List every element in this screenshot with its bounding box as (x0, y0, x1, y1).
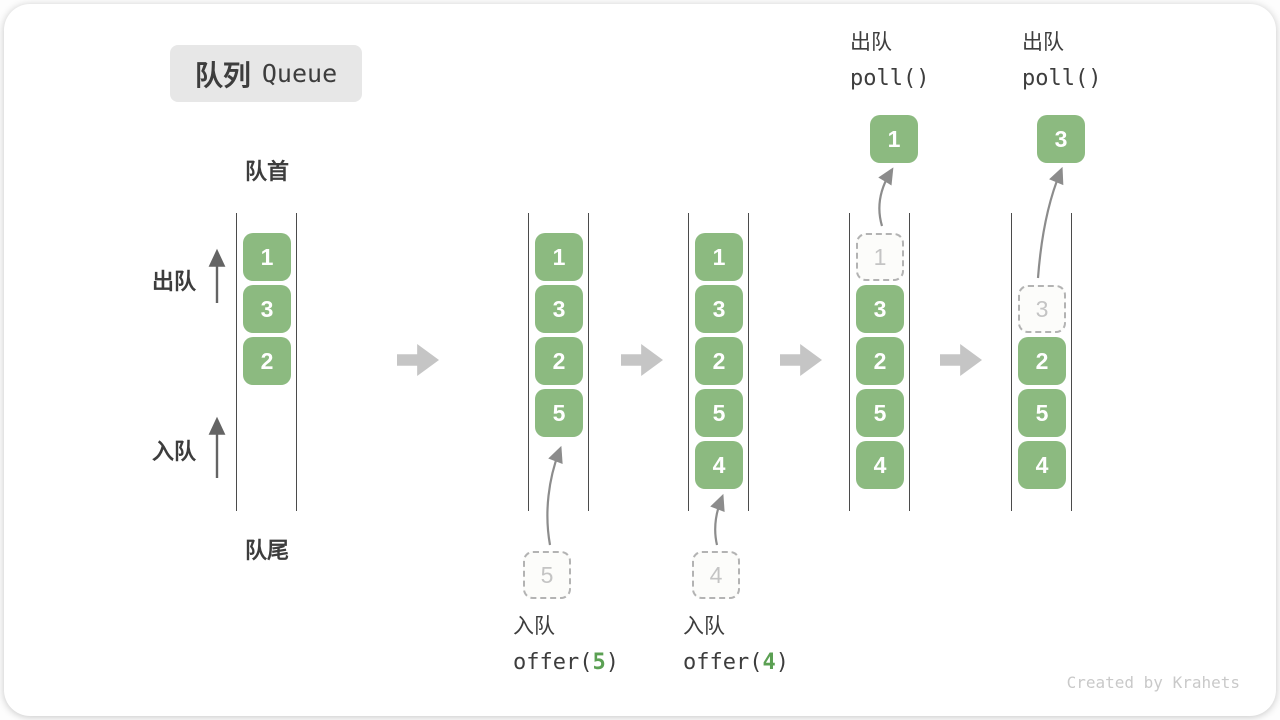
incoming-element-box: 5 (523, 551, 571, 599)
dequeued-placeholder-box: 1 (856, 233, 904, 281)
title-en: Queue (261, 59, 338, 88)
queue-element-box: 5 (695, 389, 743, 437)
queue-channel (688, 213, 749, 511)
queue-element-box: 2 (695, 337, 743, 385)
dequeued-placeholder-box: 3 (1018, 285, 1066, 333)
queue-element-box: 3 (856, 285, 904, 333)
queue-element-box: 3 (695, 285, 743, 333)
queue-element-box: 3 (243, 285, 291, 333)
title-zh: 队列 (194, 59, 251, 91)
offer-operation-label: 入队 offer(5) (513, 614, 619, 676)
queue-element-box: 2 (1018, 337, 1066, 385)
offer-zh-label: 入队 (683, 615, 725, 638)
queue-element-box: 2 (535, 337, 583, 385)
queue-element-box: 4 (856, 441, 904, 489)
queue-element-box: 3 (535, 285, 583, 333)
incoming-element-box: 4 (692, 551, 740, 599)
poll-zh-label: 出队 (850, 31, 892, 54)
polled-element-box: 1 (870, 115, 918, 163)
queue-channel (236, 213, 297, 511)
watermark: Created by Krahets (1066, 673, 1240, 692)
offer-zh-label: 入队 (513, 615, 555, 638)
queue-channel (849, 213, 910, 511)
transition-arrow-icon (780, 344, 822, 376)
queue-element-box: 1 (535, 233, 583, 281)
diagram-title-box: 队列 Queue (170, 45, 362, 102)
queue-element-box: 4 (695, 441, 743, 489)
dequeue-side-label: 出队 (152, 269, 197, 294)
poll-code-label: poll() (1022, 66, 1102, 91)
transition-arrow-icon (940, 344, 982, 376)
offer-code-post: ) (775, 650, 789, 675)
offer-code-arg: 4 (762, 650, 776, 675)
poll-operation-label: 出队 poll() (1022, 30, 1101, 92)
queue-element-box: 5 (856, 389, 904, 437)
queue-element-box: 5 (535, 389, 583, 437)
offer-code-pre: offer( (513, 650, 593, 675)
offer-code-label: offer(5) (513, 649, 619, 676)
queue-element-box: 2 (243, 337, 291, 385)
queue-rear-label: 队尾 (244, 538, 290, 563)
queue-element-box: 1 (243, 233, 291, 281)
poll-operation-label: 出队 poll() (850, 30, 929, 92)
enqueue-side-label: 入队 (152, 439, 197, 464)
offer-code-pre: offer( (683, 650, 763, 675)
offer-code-post: ) (605, 650, 619, 675)
queue-element-box: 5 (1018, 389, 1066, 437)
queue-front-label: 队首 (244, 159, 290, 184)
polled-element-box: 3 (1037, 115, 1085, 163)
poll-code-label: poll() (850, 66, 930, 91)
queue-element-box: 4 (1018, 441, 1066, 489)
offer-operation-label: 入队 offer(4) (683, 614, 789, 676)
queue-channel (528, 213, 589, 511)
transition-arrow-icon (397, 344, 439, 376)
offer-code-arg: 5 (592, 650, 606, 675)
transition-arrow-icon (621, 344, 663, 376)
queue-channel (1011, 213, 1072, 511)
poll-zh-label: 出队 (1022, 31, 1064, 54)
offer-code-label: offer(4) (683, 649, 789, 676)
queue-element-box: 2 (856, 337, 904, 385)
queue-element-box: 1 (695, 233, 743, 281)
